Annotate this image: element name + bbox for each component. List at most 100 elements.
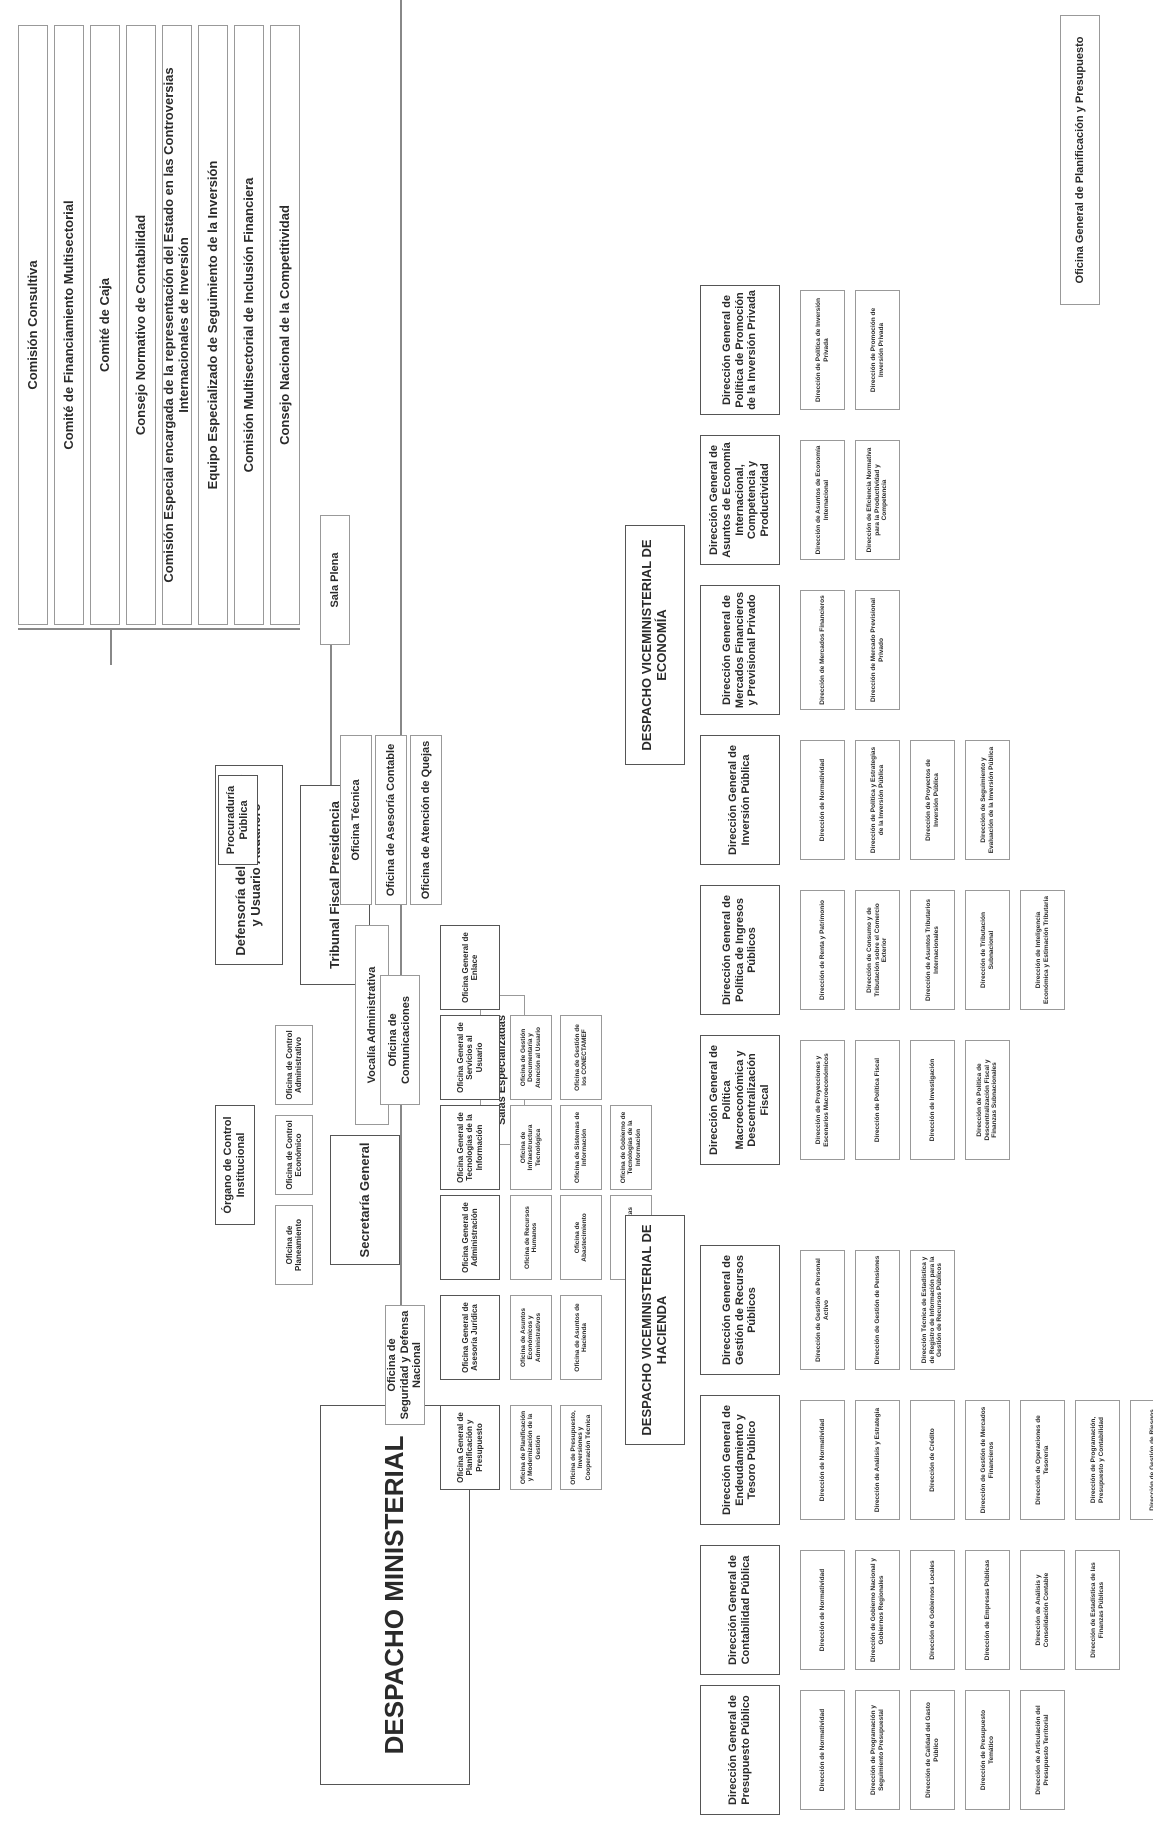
tribunal-oficina-box-label: Oficina de Asesoría Contable (384, 743, 397, 897)
tribunal-oficina-box-label: Oficina de Atención de Quejas (419, 740, 432, 900)
oficina-general-box: Oficina General de Enlace (440, 925, 500, 1010)
direccion-general-box-label: Dirección General de Endeudamiento y Tes… (721, 1404, 759, 1516)
direccion-general-box-label: Dirección General de Asuntos de Economía… (708, 442, 771, 558)
vocalia-box-label: Vocalía Administrativa (365, 966, 378, 1084)
direccion-general-box: Dirección General de Mercados Financiero… (700, 585, 780, 715)
direccion-box-label: Dirección de Política y Estrategias de l… (870, 746, 885, 854)
direccion-box: Dirección de Operaciones de Tesorería (1020, 1400, 1065, 1520)
direccion-general-box: Dirección General de Asuntos de Economía… (700, 435, 780, 565)
direccion-box: Dirección de Normatividad (800, 1550, 845, 1670)
direccion-box-label: Dirección de Política Fiscal (873, 1057, 881, 1143)
tribunal-oficina-box: Oficina de Atención de Quejas (410, 735, 442, 905)
direccion-box-label: Dirección de Gestión de Pensiones (873, 1255, 881, 1365)
direccion-box: Dirección de Gobierno Nacional y Gobiern… (855, 1550, 900, 1670)
oci-oficina-box: Oficina de Control Económico (275, 1115, 313, 1195)
direccion-box-label: Dirección Técnica de Estadística y de Re… (921, 1256, 944, 1364)
oficina-general-box: Oficina General de Tecnologías de la Inf… (440, 1105, 500, 1190)
direccion-general-box: Dirección General de Contabilidad Públic… (700, 1545, 780, 1675)
oci-box: Órgano de Control Institucional (215, 1105, 255, 1225)
direccion-box: Dirección de Análisis y Estrategia (855, 1400, 900, 1520)
direccion-general-box-label: Dirección General de Presupuesto Público (727, 1694, 752, 1806)
tribunal-oficina-box: Oficina de Asesoría Contable (375, 735, 407, 905)
ogpp-right-box: Oficina General de Planificación y Presu… (1060, 15, 1100, 305)
vm-hacienda-box: DESPACHO VICEMINISTERIAL DE HACIENDA (625, 1215, 685, 1445)
direccion-box-label: Dirección de Normatividad (818, 758, 826, 842)
connector-line (330, 645, 332, 785)
direccion-general-box: Dirección General de Política de Ingreso… (700, 885, 780, 1015)
direccion-box: Dirección de Gestión de Personal Activo (800, 1250, 845, 1370)
direccion-general-box: Dirección General de Gestión de Recursos… (700, 1245, 780, 1375)
oficina-sub-box-label: Oficina de Recursos Humanos (523, 1206, 538, 1269)
direccion-box-label: Dirección de Asuntos de Economía Interna… (815, 445, 830, 555)
direccion-general-box-label: Dirección General de Inversión Pública (727, 744, 752, 856)
direccion-box-label: Dirección de Gobiernos Locales (928, 1560, 936, 1660)
comision-box-label: Equipo Especializado de Seguimiento de l… (204, 160, 220, 490)
direccion-box-label: Dirección de Mercados Financieros (818, 595, 826, 705)
direccion-box-label: Dirección de Estadística de las Finanzas… (1090, 1562, 1105, 1658)
oficina-general-box-label: Oficina General de Asesoría Jurídica (460, 1302, 479, 1373)
oci-oficina-box-label: Oficina de Control Económico (284, 1120, 303, 1190)
direccion-box-label: Dirección de Programación, Presupuesto y… (1090, 1416, 1105, 1504)
direccion-box: Dirección de Investigación (910, 1040, 955, 1160)
oci-oficina-box: Oficina de Planeamiento (275, 1205, 313, 1285)
direccion-box: Dirección de Política y Estrategias de l… (855, 740, 900, 860)
direccion-box: Dirección de Crédito (910, 1400, 955, 1520)
direccion-box: Dirección de Programación, Presupuesto y… (1075, 1400, 1120, 1520)
direccion-box-label: Dirección de Gestión de Riesgos (1148, 1409, 1153, 1511)
vm-economia-box-label: DESPACHO VICEMINISTERIAL DE ECONOMÍA (639, 539, 669, 751)
direccion-box-label: Dirección de Gestión de Mercados Financi… (980, 1406, 995, 1514)
comision-box-label: Consejo Normativo de Contabilidad (132, 214, 148, 436)
oficina-general-box-label: Oficina General de Enlace (460, 932, 479, 1003)
sala-plena-box: Sala Plena (320, 515, 350, 645)
oficina-sub-box-label: Oficina de Abastecimiento (573, 1213, 588, 1262)
direccion-box-label: Dirección de Inteligencia Económica y Es… (1035, 896, 1050, 1005)
direccion-box-label: Dirección de Calidad del Gasto Público (925, 1702, 940, 1798)
comision-box: Comité de Financiamiento Multisectorial (54, 25, 84, 625)
seguridad-box-label: Oficina de Seguridad y Defensa Nacional (386, 1310, 424, 1420)
direccion-general-box-label: Dirección General de Política Macroeconó… (708, 1044, 771, 1156)
oci-box-label: Órgano de Control Institucional (222, 1116, 247, 1214)
comision-box-label: Consejo Nacional de la Competitividad (276, 205, 292, 445)
direccion-box: Dirección de Gestión de Riesgos (1130, 1400, 1153, 1520)
despacho-ministerial-box-label: DESPACHO MINISTERIAL (379, 1435, 410, 1755)
procuraduria-box: Procuraduría Pública (218, 775, 258, 865)
ogpp-right-box-label: Oficina General de Planificación y Presu… (1073, 36, 1086, 284)
comunicaciones-box-label: Oficina de Comunicaciones (387, 995, 412, 1085)
tribunal-oficina-box: Oficina Técnica (340, 735, 372, 905)
direccion-box: Dirección de Estadística de las Finanzas… (1075, 1550, 1120, 1670)
direccion-general-box: Dirección General de Presupuesto Público (700, 1685, 780, 1815)
oficina-general-box: Oficina General de Asesoría Jurídica (440, 1295, 500, 1380)
direccion-box-label: Dirección de Normatividad (818, 1708, 826, 1792)
tribunal-oficina-box-label: Oficina Técnica (349, 779, 362, 861)
direccion-box-label: Dirección de Gestión de Personal Activo (815, 1258, 830, 1362)
direccion-box-label: Dirección de Tributación Subnacional (980, 912, 995, 988)
oficina-sub-box: Oficina de Gestión Documentaria y Atenci… (510, 1015, 552, 1100)
direccion-general-box: Dirección General de Endeudamiento y Tes… (700, 1395, 780, 1525)
oficina-sub-box: Oficina de Gobierno de Tecnologías de la… (610, 1105, 652, 1190)
vm-hacienda-box-label: DESPACHO VICEMINISTERIAL DE HACIENDA (639, 1224, 669, 1436)
direccion-box-label: Dirección de Operaciones de Tesorería (1035, 1415, 1050, 1505)
direccion-box-label: Dirección de Crédito (928, 1428, 936, 1492)
direccion-box-label: Dirección de Presupuesto Temático (980, 1709, 995, 1791)
direccion-box-label: Dirección de Investigación (928, 1058, 936, 1142)
oficina-sub-box: Oficina de Sistemas de Información (560, 1105, 602, 1190)
direccion-box: Dirección de Proyectos de Inversión Públ… (910, 740, 955, 860)
direccion-box: Dirección de Análisis y Consolidación Co… (1020, 1550, 1065, 1670)
direccion-box: Dirección de Articulación del Presupuest… (1020, 1690, 1065, 1810)
oficina-sub-box: Oficina de Gestión de los CONECTAMEF (560, 1015, 602, 1100)
direccion-box-label: Dirección de Mercado Previsional Privado (870, 597, 885, 703)
direccion-box-label: Dirección de Consumo y de Tributación so… (866, 903, 889, 997)
direccion-general-box-label: Dirección General de Política de Promoci… (721, 290, 759, 410)
oficina-sub-box: Oficina de Asuntos de Hacienda (560, 1295, 602, 1380)
comision-box-label: Comité de Caja (96, 278, 112, 372)
oci-oficina-box-label: Oficina de Control Administrativo (284, 1030, 303, 1100)
comision-box: Comisión Especial encargada de la repres… (162, 25, 192, 625)
direccion-box: Dirección de Promoción de Inversión Priv… (855, 290, 900, 410)
direccion-box: Dirección de Gobiernos Locales (910, 1550, 955, 1670)
oficina-general-box-label: Oficina General de Planificación y Presu… (456, 1412, 484, 1483)
direccion-general-box: Dirección General de Política Macroeconó… (700, 1035, 780, 1165)
direccion-box: Dirección de Programación y Seguimiento … (855, 1690, 900, 1810)
direccion-box: Dirección de Mercado Previsional Privado (855, 590, 900, 710)
oficina-general-box: Oficina General de Servicios al Usuario (440, 1015, 500, 1100)
oci-oficina-box-label: Oficina de Planeamiento (284, 1219, 303, 1272)
